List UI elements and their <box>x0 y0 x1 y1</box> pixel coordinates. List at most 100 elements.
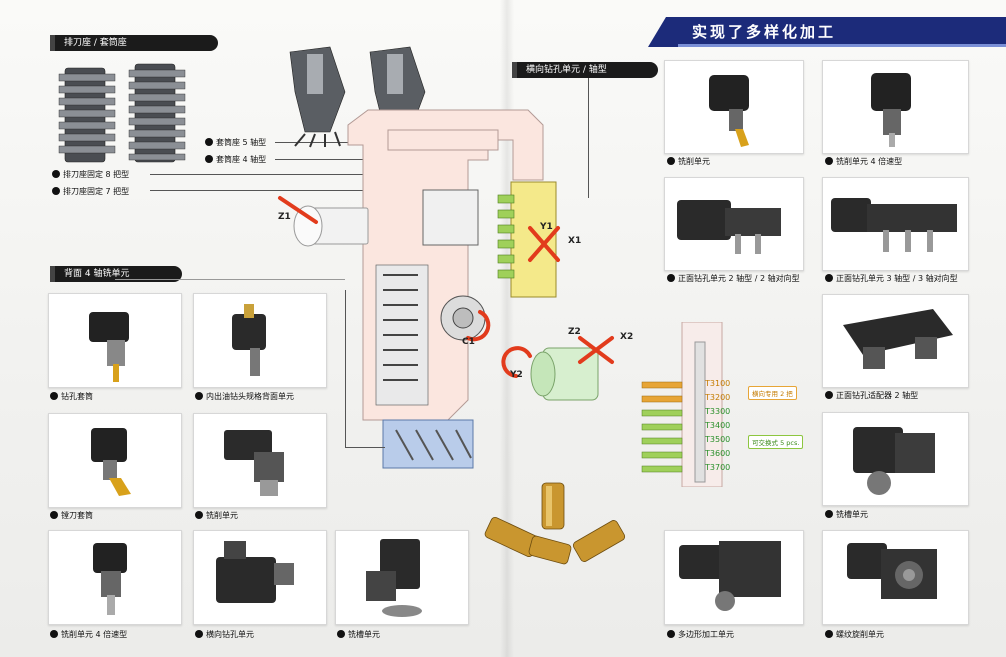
caption-right-6: 多边形加工单元 <box>667 630 734 640</box>
leader-line <box>115 279 345 280</box>
axis-label-x2: X2 <box>620 332 634 342</box>
bullet-icon <box>50 392 58 400</box>
caption-text: 多边形加工单元 <box>678 630 734 639</box>
section-tab-turret: 排刀座 / 套筒座 <box>50 35 218 51</box>
caption-text: 套筒座 5 轴型 <box>216 138 267 147</box>
caption-text: 横向钻孔单元 <box>206 630 254 639</box>
caption-left-5: 横向钻孔单元 <box>195 630 254 640</box>
section-tab-cross-drill: 横向钻孔单元 / 轴型 <box>512 62 658 78</box>
bullet-icon <box>195 511 203 519</box>
caption-right-2: 正面钻孔单元 2 轴型 / 2 轴对向型 <box>667 274 800 284</box>
bullet-icon <box>825 510 833 518</box>
caption-right-1: 铣削单元 4 倍速型 <box>825 157 902 167</box>
caption-text: 内出油钻头规格背面单元 <box>206 392 294 401</box>
tag-cross-dedicated: 横向专用 2 把 <box>748 386 797 400</box>
caption-text: 铣槽单元 <box>348 630 380 639</box>
bullet-icon <box>337 630 345 638</box>
photo-polygon-unit <box>664 530 804 625</box>
caption-text: 螺纹旋削单元 <box>836 630 884 639</box>
caption-text: 正面钻孔单元 3 轴型 / 3 轴对向型 <box>836 274 958 283</box>
tag-interchangeable: 可交换式 5 pcs. <box>748 435 804 449</box>
caption-gang8: 排刀座固定 8 把型 <box>52 170 129 180</box>
caption-right-5: 铣槽单元 <box>825 510 868 520</box>
bullet-icon <box>667 157 675 165</box>
leader-line <box>345 290 346 447</box>
axis-label-z2: Z2 <box>568 327 581 337</box>
photo-drill-sleeve <box>48 293 182 388</box>
bullet-icon <box>825 274 833 282</box>
bullet-icon <box>667 630 675 638</box>
caption-text: 铣槽单元 <box>836 510 868 519</box>
leader-line <box>588 78 589 198</box>
tcode-label: T3100 <box>705 379 731 388</box>
photo-milling-unit-left <box>193 413 327 508</box>
tool-stack-diagram <box>641 322 723 487</box>
caption-right-0: 铣削单元 <box>667 157 710 167</box>
caption-text: 铣削单元 4 倍速型 <box>61 630 128 639</box>
bullet-icon <box>205 155 213 163</box>
machine-layout-diagram <box>278 109 614 469</box>
leader-line <box>275 142 405 143</box>
caption-text: 套筒座 4 轴型 <box>216 155 267 164</box>
page-fold <box>500 0 514 657</box>
bullet-icon <box>50 630 58 638</box>
photo-slotting-left <box>335 530 469 625</box>
tcode-label: T3500 <box>705 435 731 444</box>
photo-slotting-right <box>822 412 969 506</box>
page-title-banner: 实现了多样化加工 <box>648 17 1006 47</box>
bullet-icon <box>825 630 833 638</box>
axis-label-x1: X1 <box>568 236 582 246</box>
caption-text: 铣削单元 <box>206 511 238 520</box>
photo-thread-whirling <box>822 530 969 625</box>
caption-text: 正面钻孔单元 2 轴型 / 2 轴对向型 <box>678 274 800 283</box>
caption-left-3: 铣削单元 <box>195 511 238 521</box>
caption-left-4: 铣削单元 4 倍速型 <box>50 630 127 640</box>
caption-gang7: 排刀座固定 7 把型 <box>52 187 129 197</box>
photo-cross-drill-left <box>193 530 327 625</box>
photo-front-drill-2axis <box>664 177 804 271</box>
section-tab-back-milling: 背面 4 轴铣单元 <box>50 266 182 282</box>
caption-sleeve5: 套筒座 5 轴型 <box>205 138 266 148</box>
caption-left-6: 铣槽单元 <box>337 630 380 640</box>
bullet-icon <box>195 630 203 638</box>
tcode-label: T3600 <box>705 449 731 458</box>
leader-line <box>150 190 390 191</box>
photo-milling-right <box>664 60 804 154</box>
axis-label-c1: C1 <box>462 337 475 347</box>
leader-line <box>345 447 385 448</box>
bullet-icon <box>667 274 675 282</box>
caption-left-0: 钻孔套筒 <box>50 392 93 402</box>
caption-text: 铣削单元 <box>678 157 710 166</box>
caption-text: 钻孔套筒 <box>61 392 93 401</box>
caption-sleeve4: 套筒座 4 轴型 <box>205 155 266 165</box>
bullet-icon <box>825 157 833 165</box>
photo-milling-4x-right <box>822 60 969 154</box>
tcode-label: T3400 <box>705 421 731 430</box>
bullet-icon <box>52 187 60 195</box>
brass-collets-image <box>484 482 626 565</box>
caption-right-4: 正面钻孔适配器 2 轴型 <box>825 391 918 401</box>
bullet-icon <box>50 511 58 519</box>
bullet-icon <box>825 391 833 399</box>
leader-line <box>275 159 400 160</box>
leader-line <box>150 174 390 175</box>
caption-left-1: 内出油钻头规格背面单元 <box>195 392 294 402</box>
axis-label-z1: Z1 <box>278 212 291 222</box>
gang-tool-holder-image <box>58 63 186 163</box>
axis-label-y1: Y1 <box>540 222 553 232</box>
caption-right-3: 正面钻孔单元 3 轴型 / 3 轴对向型 <box>825 274 958 284</box>
photo-coolant-back-unit <box>193 293 327 388</box>
photo-milling-4x-left <box>48 530 182 625</box>
caption-right-7: 螺纹旋削单元 <box>825 630 884 640</box>
caption-text: 排刀座固定 8 把型 <box>63 170 130 179</box>
caption-left-2: 镗刀套筒 <box>50 511 93 521</box>
caption-text: 正面钻孔适配器 2 轴型 <box>836 391 919 400</box>
tcode-label: T3200 <box>705 393 731 402</box>
tcode-label: T3300 <box>705 407 731 416</box>
tcode-label: T3700 <box>705 463 731 472</box>
axis-label-y2: Y2 <box>510 370 523 380</box>
bullet-icon <box>195 392 203 400</box>
photo-front-drill-adapter <box>822 294 969 388</box>
caption-text: 排刀座固定 7 把型 <box>63 187 130 196</box>
